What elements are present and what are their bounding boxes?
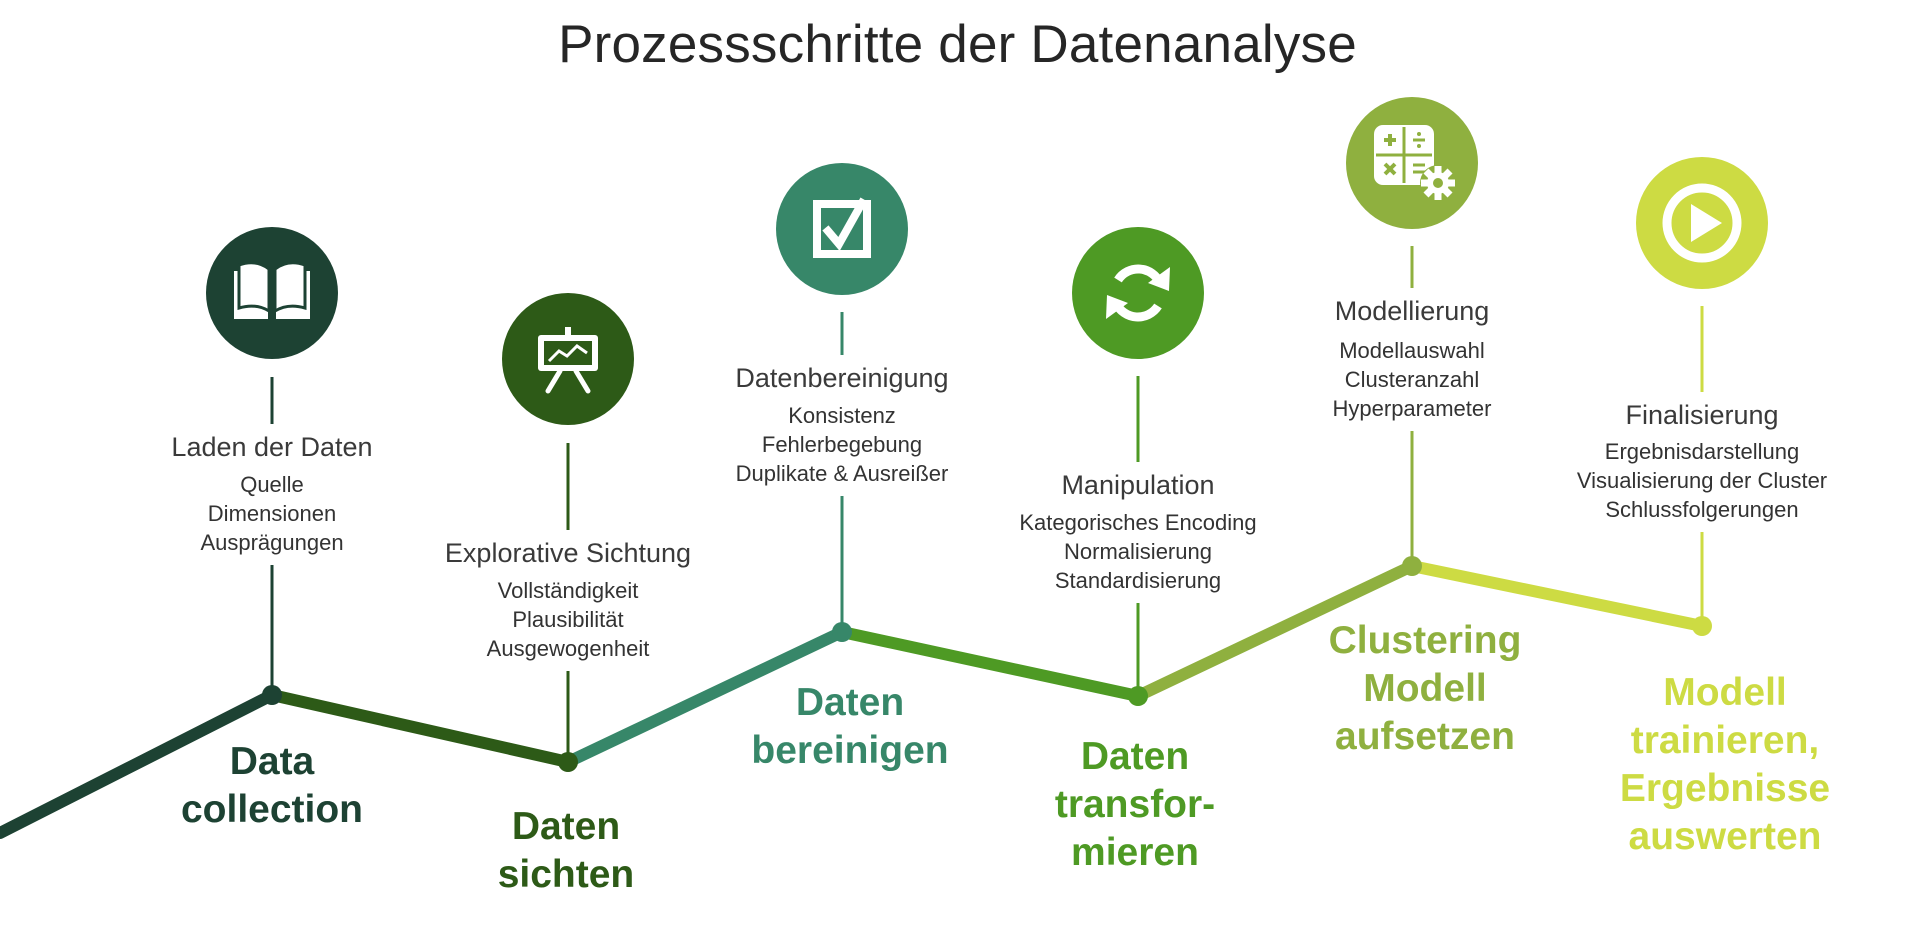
play-icon <box>1636 157 1768 289</box>
step-detail-line: Modellauswahl <box>1339 338 1485 363</box>
refresh-icon <box>1072 227 1204 359</box>
open-book-icon <box>206 227 338 359</box>
checkbox-icon <box>776 163 908 295</box>
step-detail-line: Kategorisches Encoding <box>1019 510 1257 535</box>
step-title: Finalisierung <box>1625 400 1779 430</box>
timeline-node <box>558 752 578 772</box>
diagram-title: Prozessschritte der Datenanalyse <box>558 15 1357 74</box>
step-detail-line: Clusteranzahl <box>1344 367 1480 392</box>
step-title: Datenbereinigung <box>735 363 949 393</box>
phase-label: Modell trainieren, Ergebnisse auswerten <box>1575 669 1875 861</box>
timeline-node <box>832 622 852 642</box>
step-detail-line: Duplikate & Ausreißer <box>735 461 949 486</box>
step-title: Explorative Sichtung <box>444 538 692 568</box>
step-detail-line: Standardisierung <box>1054 568 1222 593</box>
phase-label-line: Daten <box>511 805 621 848</box>
phase-label-line: Modell <box>1663 671 1787 714</box>
phase-label: Data collection <box>122 738 422 834</box>
step-detail-line: Fehlerbegebung <box>761 432 923 457</box>
step-detail-line: Hyperparameter <box>1332 396 1492 421</box>
presentation-board-icon <box>502 293 634 425</box>
phase-label: Daten bereinigen <box>700 679 1000 775</box>
phase-label-line: bereinigen <box>751 729 949 772</box>
phase-label-line: Modell <box>1363 667 1487 710</box>
phase-label-line: collection <box>180 788 364 831</box>
step-detail-line: Ergebnisdarstellung <box>1604 439 1800 464</box>
step-detail-line: Quelle <box>240 472 304 497</box>
step-detail-line: Konsistenz <box>788 403 896 428</box>
timeline-segment <box>1406 560 1708 632</box>
calculator-gear-icon <box>1346 97 1478 229</box>
step-detail-line: Visualisierung der Cluster <box>1576 468 1828 493</box>
step-detail-line: Plausibilität <box>512 607 624 632</box>
timeline-segment <box>836 626 1144 702</box>
timeline-node <box>262 685 282 705</box>
phase-label-line: aufsetzen <box>1335 715 1515 758</box>
phase-label-line: sichten <box>497 853 635 896</box>
phase-label-line: Ergebnisse <box>1619 767 1831 810</box>
phase-label-line: Data <box>229 740 315 783</box>
step-detail-line: Vollständigkeit <box>497 578 639 603</box>
step-detail-line: Dimensionen <box>207 501 337 526</box>
phase-label: Daten transfor-mieren <box>985 733 1285 877</box>
step-title: Laden der Daten <box>171 432 373 462</box>
phase-label-line: auswerten <box>1628 815 1822 858</box>
step-title: Modellierung <box>1334 296 1490 326</box>
step-title: Manipulation <box>1061 470 1215 500</box>
step-detail-line: Ausgewogenheit <box>486 636 650 661</box>
phase-label-line: trainieren, <box>1630 719 1820 762</box>
phase-label: Daten sichten <box>416 803 716 899</box>
timeline-segment <box>266 689 574 768</box>
timeline-segment <box>1132 560 1418 702</box>
phase-label-line: Daten <box>1080 735 1190 778</box>
phase-label-line: Clustering <box>1328 619 1522 662</box>
step-detail-line: Ausprägungen <box>200 530 344 555</box>
phase-label-line: transfor- <box>1054 783 1216 826</box>
timeline-node <box>1402 556 1422 576</box>
step-detail-line: Schlussfolgerungen <box>1605 497 1799 522</box>
timeline-segment <box>0 689 278 839</box>
phase-label-line: Daten <box>795 681 905 724</box>
timeline-node <box>1128 686 1148 706</box>
timeline-node <box>1692 616 1712 636</box>
phase-label-line: mieren <box>1071 831 1199 874</box>
timeline-segment <box>562 626 848 768</box>
step-detail-line: Normalisierung <box>1064 539 1212 564</box>
